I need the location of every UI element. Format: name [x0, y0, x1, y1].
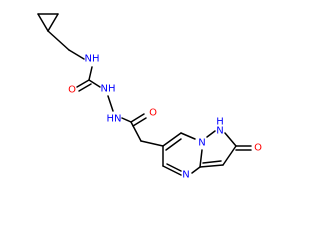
atom-label-nh: NH [101, 84, 116, 95]
bond [206, 130, 216, 138]
bond [37, 13, 49, 32]
bond [224, 132, 237, 147]
bond [88, 66, 93, 81]
atom-label-n: N [216, 126, 223, 137]
atom-label-nh: NH [85, 54, 100, 65]
bond [202, 160, 222, 164]
atom-labels: NH O NH HN O N H N O N [68, 54, 262, 181]
atom-label-h: H [216, 117, 224, 128]
bond [140, 140, 164, 147]
bond [199, 164, 224, 168]
atom-label-hn: HN [107, 114, 122, 125]
bond [78, 83, 92, 92]
atom-label-n: N [182, 170, 189, 181]
bond [191, 166, 201, 174]
structure-diagram: NH O NH HN O N H N O N [37, 13, 262, 181]
atom-label-n: N [198, 138, 205, 149]
bonds [37, 13, 252, 176]
atom-label-o: O [68, 85, 76, 96]
atom-label-o: O [149, 108, 157, 119]
bond [121, 117, 132, 123]
bond [107, 95, 114, 112]
molecule-drawing: NH O NH HN O N H N O N [37, 13, 262, 181]
bond [47, 13, 59, 32]
atom-label-o: O [254, 143, 262, 154]
bond [162, 132, 182, 147]
bond [199, 149, 203, 168]
bond [162, 165, 182, 176]
bond [132, 117, 147, 127]
bond [47, 30, 70, 51]
bond [130, 113, 145, 123]
bond [222, 145, 237, 166]
bond [180, 132, 196, 140]
bond [68, 49, 85, 60]
bond [76, 79, 90, 88]
bond [165, 138, 182, 151]
bond [130, 121, 142, 142]
bond [166, 163, 182, 172]
bond [88, 79, 101, 88]
